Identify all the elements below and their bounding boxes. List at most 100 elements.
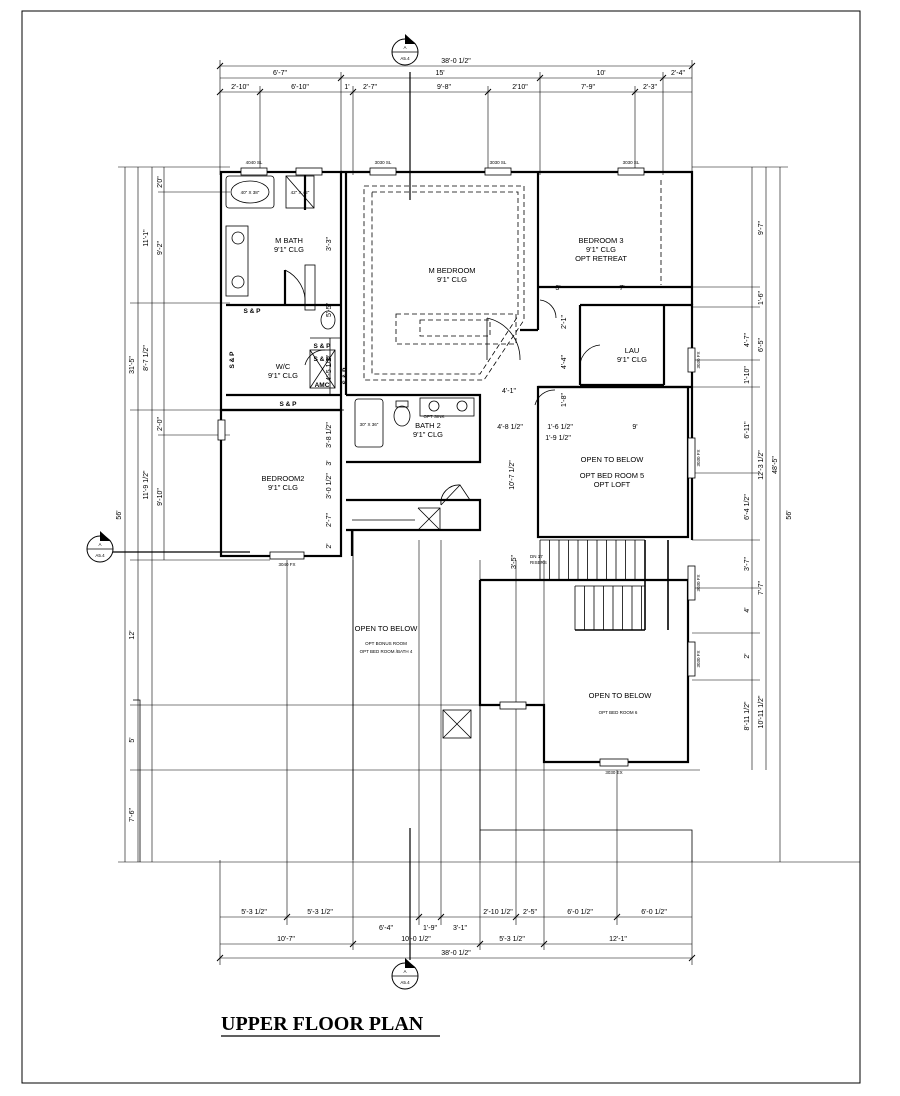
dim-right-b: 9'-7" — [758, 221, 765, 235]
section-bottom-letter: A — [403, 969, 406, 974]
dim-int-o: 4'-5 1/2" — [326, 355, 333, 381]
dim-int-k: 10'-7 1/2" — [509, 460, 516, 490]
dim-bottom-m: 6'-0 1/2" — [641, 909, 667, 916]
dim-top-l: 2'-3" — [643, 84, 657, 91]
dim-right-c: 1'-6" — [758, 291, 765, 305]
dim-int-g: 4'-8 1/2" — [497, 424, 523, 431]
section-left-sheet: A5.4 — [95, 553, 105, 558]
dim-int-b: 7' — [619, 285, 624, 292]
dim-top-d: 2'-4" — [671, 70, 685, 77]
dim-right-g: 12'-3 1/2" — [758, 450, 765, 480]
open3-line2: OPT BED ROOM 6 — [599, 710, 638, 715]
dim-right-a: 48'-5" — [772, 456, 779, 474]
interior-lines — [133, 337, 693, 862]
dim-left-g: 7'-6" — [129, 808, 136, 822]
dim-left-d: 11'-9 1/2" — [143, 470, 150, 500]
dim-bottom-b: 10'-0 1/2" — [401, 936, 431, 943]
dim-top-overall: 38'-0 1/2" — [441, 58, 471, 65]
dim-top-k: 7'-9" — [581, 84, 595, 91]
open2-line2: OPT BONUS ROOM — [365, 641, 407, 646]
dim-int-h: 1'-9 1/2" — [545, 435, 571, 442]
dim-left-j: 2'-0" — [157, 417, 164, 431]
dim-left-overall: 56' — [116, 510, 123, 519]
bedroom3-name: BEDROOM 3 — [578, 236, 623, 245]
dim-int-l: 3'-5" — [511, 555, 518, 569]
dim-top-f: 6'-10" — [291, 84, 309, 91]
lau-ceiling: 9'1" CLG — [617, 355, 647, 364]
dim-int-m: 5'-5" — [326, 303, 333, 317]
window-label-7: 3030 FX — [696, 351, 701, 368]
amc-label: AMC — [315, 382, 330, 389]
window-label-6: 3030 EX — [605, 770, 622, 775]
bedroom3-note: OPT RETREAT — [575, 254, 627, 263]
dim-int-r: 2'-7" — [326, 513, 333, 527]
dim-bottom-g: 6'-4" — [379, 925, 393, 932]
m-bedroom-name: M BEDROOM — [428, 266, 475, 275]
open1-line2: OPT BED ROOM 5 — [580, 471, 644, 480]
dim-left-f: 5' — [129, 737, 136, 742]
dim-int-q: 3'-0 1/2" — [326, 473, 333, 499]
open1-line3: OPT LOFT — [594, 480, 631, 489]
dim-bottom-l: 6'-0 1/2" — [567, 909, 593, 916]
bedroom2-ceiling: 9'1" CLG — [268, 483, 298, 492]
section-marker-top: A A5.4 — [391, 34, 419, 66]
section-cut-lines — [113, 72, 411, 960]
m-bath-ceiling: 9'1" CLG — [274, 245, 304, 254]
dim-int-s: 2' — [326, 543, 333, 548]
dim-left-i: 9'-2" — [157, 241, 164, 255]
dim-left-e: 12' — [129, 630, 136, 639]
dim-bottom-e: 5'-3 1/2" — [241, 909, 267, 916]
dim-right-o: 8'-11 1/2" — [744, 701, 751, 731]
dim-top-g: 1' — [344, 84, 349, 91]
dim-top-a: 6'-7" — [273, 70, 287, 77]
dim-left-b: 11'-1" — [143, 229, 150, 247]
window-label-3: 3030 SL — [490, 160, 507, 165]
dim-bottom-h: 1'-9" — [423, 925, 437, 932]
dim-right-k: 3'-7" — [744, 557, 751, 571]
right-dimensions: 56' 48'-5" 9'-7" 1'-6" 6'-5" 12'-3 1/2" … — [744, 221, 793, 731]
section-marker-bottom: A A5.4 — [391, 958, 419, 990]
dim-top-e: 2'-10" — [231, 84, 249, 91]
dim-int-f: 1'-8" — [561, 393, 568, 407]
sp-label-1: S & P — [244, 308, 262, 315]
bedroom2-name: BEDROOM2 — [262, 474, 305, 483]
dim-int-n: 3'-3" — [326, 237, 333, 251]
section-marker-left: A A5.4 — [86, 531, 114, 563]
sp-label-5: S & P — [342, 367, 349, 385]
dim-bottom-f: 5'-3 1/2" — [307, 909, 333, 916]
dim-top-i: 9'-8" — [437, 84, 451, 91]
sp-label-4: S & P — [229, 351, 236, 369]
window-label-9: 3030 FX — [696, 574, 701, 591]
dim-right-l: 4' — [744, 607, 751, 612]
tub-size: 40" X 38" — [241, 190, 260, 195]
sp-label-3: S & P — [280, 401, 298, 408]
dim-left-c: 8'-7 1/2" — [143, 345, 150, 371]
bottom-dimensions: 5'-3 1/2" 5'-3 1/2" 6'-4" 1'-9" 3'-1" 2'… — [241, 909, 667, 957]
window-label-10: 3030 FX — [696, 650, 701, 667]
staircase — [539, 539, 669, 631]
drawing-title: UPPER FLOOR PLAN — [221, 1013, 424, 1035]
dim-int-j: 9' — [632, 424, 637, 431]
dim-right-m: 2' — [744, 653, 751, 658]
window-label-1: 4040 SL — [246, 160, 263, 165]
dim-bottom-overall: 38'-0 1/2" — [441, 950, 471, 957]
wc-ceiling: 9'1" CLG — [268, 371, 298, 380]
dim-left-h: 2'0" — [157, 176, 164, 188]
dim-top-c: 10' — [596, 70, 605, 77]
dim-int-t: 3' — [326, 460, 333, 465]
stair-risers-label: RISERS — [530, 560, 547, 565]
window-label-2: 3030 SL — [375, 160, 392, 165]
bedroom3-ceiling: 9'1" CLG — [586, 245, 616, 254]
dim-right-n: 10'-11 1/2" — [758, 695, 765, 728]
dim-int-c: 2'-1" — [561, 315, 568, 329]
open2-line3: OPT BED ROOM /BATH 4 — [360, 649, 413, 654]
dim-right-overall: 56' — [786, 510, 793, 519]
dim-right-j: 7'-7" — [758, 581, 765, 595]
room-labels: M BATH 9'1" CLG M BEDROOM 9'1" CLG BEDRO… — [262, 236, 653, 715]
wc-name: W/C — [276, 362, 291, 371]
dim-bottom-i: 3'-1" — [453, 925, 467, 932]
top-dimensions: 38'-0 1/2" 6'-7" 15' 10' 2'-4" 2'-10" 6'… — [231, 58, 685, 91]
window-label-5: 3040 FX — [278, 562, 295, 567]
sp-label-6: S & P — [314, 356, 332, 363]
